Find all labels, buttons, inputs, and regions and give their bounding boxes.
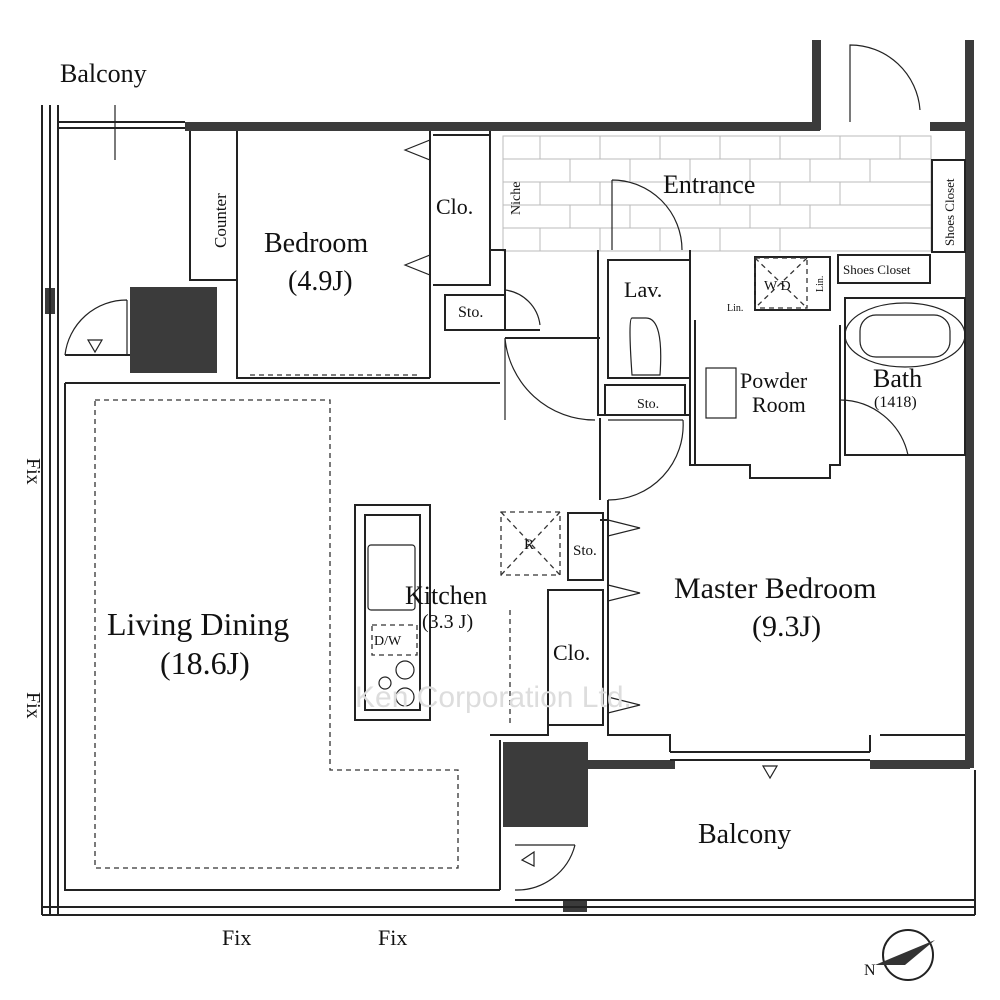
living-dining-size: (18.6J): [160, 645, 250, 681]
powder-room-label: Powder: [740, 368, 808, 393]
toilet-icon: [629, 317, 662, 376]
washer-dryer-space: [754, 257, 808, 309]
shoes-closet-label: Shoes Closet: [843, 262, 911, 277]
compass-icon: N: [864, 929, 935, 981]
balcony-marker: [90, 105, 140, 160]
stove-icon: [378, 660, 415, 707]
living-dining-label: Living Dining: [107, 606, 289, 642]
fix-left-2: Fix: [22, 692, 44, 719]
walls: [45, 40, 974, 912]
living-dining-rug: [94, 399, 459, 869]
fix-left-1: Fix: [22, 458, 44, 485]
storage-lav-label: Sto.: [637, 397, 659, 412]
refrigerator-label: R: [524, 537, 534, 553]
powder-room-label-2: Room: [752, 392, 806, 417]
counter-label: Counter: [211, 193, 230, 248]
bedroom-size: (4.9J): [288, 266, 353, 297]
bath-size: (1418): [874, 394, 917, 411]
closet-bedroom-label: Clo.: [436, 194, 473, 219]
refrigerator-space: [500, 511, 561, 576]
kitchen-size: (3.3 J): [422, 611, 473, 633]
linen-label-1: Lin.: [727, 303, 743, 314]
balcony-top-label: Balcony: [60, 59, 147, 88]
vanity-icon: [705, 367, 737, 419]
fix-bottom-2: Fix: [378, 925, 407, 950]
dishwasher-icon: [371, 624, 418, 656]
balcony-bottom-label: Balcony: [698, 819, 791, 850]
kitchen-label: Kitchen: [405, 581, 487, 610]
window-lines: [41, 105, 976, 916]
dishwasher-label: D/W: [374, 634, 402, 649]
fix-bottom-1: Fix: [222, 925, 251, 950]
column-left: [130, 287, 217, 373]
lavatory-label: Lav.: [624, 277, 662, 302]
svg-text:N: N: [864, 962, 876, 979]
sink-icon: [367, 544, 416, 611]
storage-bedroom-label: Sto.: [458, 304, 483, 321]
niche-label: Niche: [509, 182, 524, 215]
bedroom-label: Bedroom: [264, 228, 368, 259]
storage-kitchen-label: Sto.: [573, 543, 597, 559]
doors: [64, 44, 921, 891]
entrance-label: Entrance: [663, 170, 755, 199]
column-bottom: [503, 742, 588, 827]
bathtub-icon: [844, 302, 966, 368]
bath-label: Bath: [873, 364, 922, 393]
linen-label-2: Lin.: [815, 276, 826, 292]
closet-master-label: Clo.: [553, 640, 590, 665]
master-bedroom-size: (9.3J): [752, 610, 821, 643]
watermark: Ken Corporation Ltd.: [355, 681, 632, 714]
master-bedroom-label: Master Bedroom: [674, 572, 876, 605]
shoes-closet-right-label: Shoes Closet: [942, 178, 957, 246]
washer-dryer-label: W D: [764, 279, 791, 294]
entry-arrow-icon: [86, 339, 779, 867]
